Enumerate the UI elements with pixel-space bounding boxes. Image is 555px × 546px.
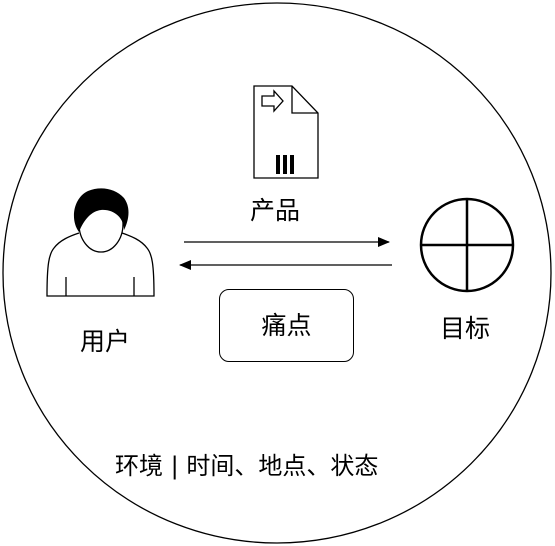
document-icon xyxy=(253,85,319,179)
target-label: 目标 xyxy=(440,314,491,343)
pain-point-label: 痛点 xyxy=(261,310,312,340)
user-label: 用户 xyxy=(80,327,131,356)
pain-point-box: 痛点 xyxy=(219,289,354,362)
product-label: 产品 xyxy=(250,196,301,225)
person-icon xyxy=(46,188,155,297)
crosshair-target-icon xyxy=(419,197,515,293)
environment-label: 环境 | 时间、地点、状态 xyxy=(115,452,379,480)
